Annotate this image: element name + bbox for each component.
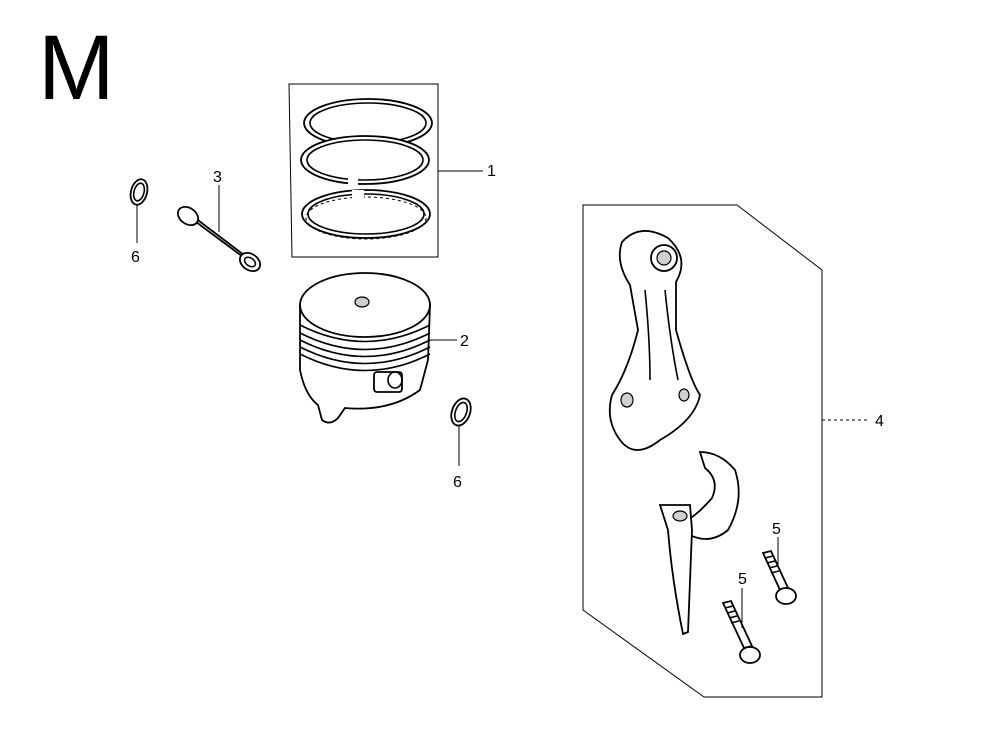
pin-clip-right: [450, 397, 472, 427]
callout-6-left: 6: [131, 249, 140, 266]
section-letter: M: [38, 17, 115, 119]
rod-bolt-upper-head: [775, 587, 797, 605]
rod-bolt-hole-right: [678, 388, 690, 402]
rod-small-end-inner: [656, 250, 672, 266]
pin-bore: [243, 256, 257, 268]
rod-bolt-lower-head: [739, 646, 761, 664]
ring-groove-2: [299, 332, 431, 351]
piston-crown-dimple: [354, 296, 370, 308]
piston-ring-set-group: 1: [288, 83, 496, 258]
rod-bolt-upper-thread: [764, 555, 780, 574]
oil-ring-gap: [352, 190, 364, 198]
oil-ring-rail: [305, 196, 427, 240]
ring-groove-1: [299, 324, 431, 343]
connecting-rod: [608, 230, 701, 451]
pin-end-left: [176, 206, 200, 226]
second-compression-ring: [300, 135, 430, 185]
piston-pin-hole: [387, 371, 403, 389]
rod-set-frame: [582, 204, 823, 698]
pin-clip-left-inner: [132, 182, 146, 202]
second-ring-inner: [306, 139, 424, 181]
oil-ring-inner: [307, 193, 425, 235]
rod-web-left: [644, 289, 651, 381]
connecting-rod-set-group: 5 5 4: [582, 204, 884, 698]
second-ring-gap: [348, 178, 358, 186]
rod-web-right: [664, 289, 679, 381]
piston-pin-group: 3: [176, 169, 262, 272]
rod-bolt-hole-left: [620, 392, 634, 408]
pin-clip-left: [129, 178, 149, 206]
pin-clip-right-group: 6: [450, 397, 472, 491]
ring-groove-4: [299, 346, 431, 365]
rod-cap-bolt-seat: [672, 510, 688, 522]
callout-6-right: 6: [453, 474, 462, 491]
callout-2: 2: [460, 333, 469, 350]
ring-groove-5: [299, 353, 431, 372]
ring-groove-3: [299, 339, 431, 358]
rod-cap: [687, 451, 740, 540]
pin-clip-left-group: 6: [129, 178, 149, 266]
pin-end-right: [238, 252, 262, 272]
oil-control-ring: [301, 189, 431, 239]
rod-bolt-lower-thread: [724, 605, 740, 624]
callout-3: 3: [213, 169, 222, 186]
callout-5-lower: 5: [738, 571, 747, 588]
callout-4: 4: [875, 413, 884, 430]
callout-1: 1: [487, 163, 496, 180]
ring-set-frame: [288, 83, 439, 258]
pin-clip-right-inner: [454, 401, 468, 423]
oil-dipper: [658, 504, 693, 636]
callout-5-upper: 5: [772, 521, 781, 538]
piston-group: 2: [299, 272, 469, 424]
